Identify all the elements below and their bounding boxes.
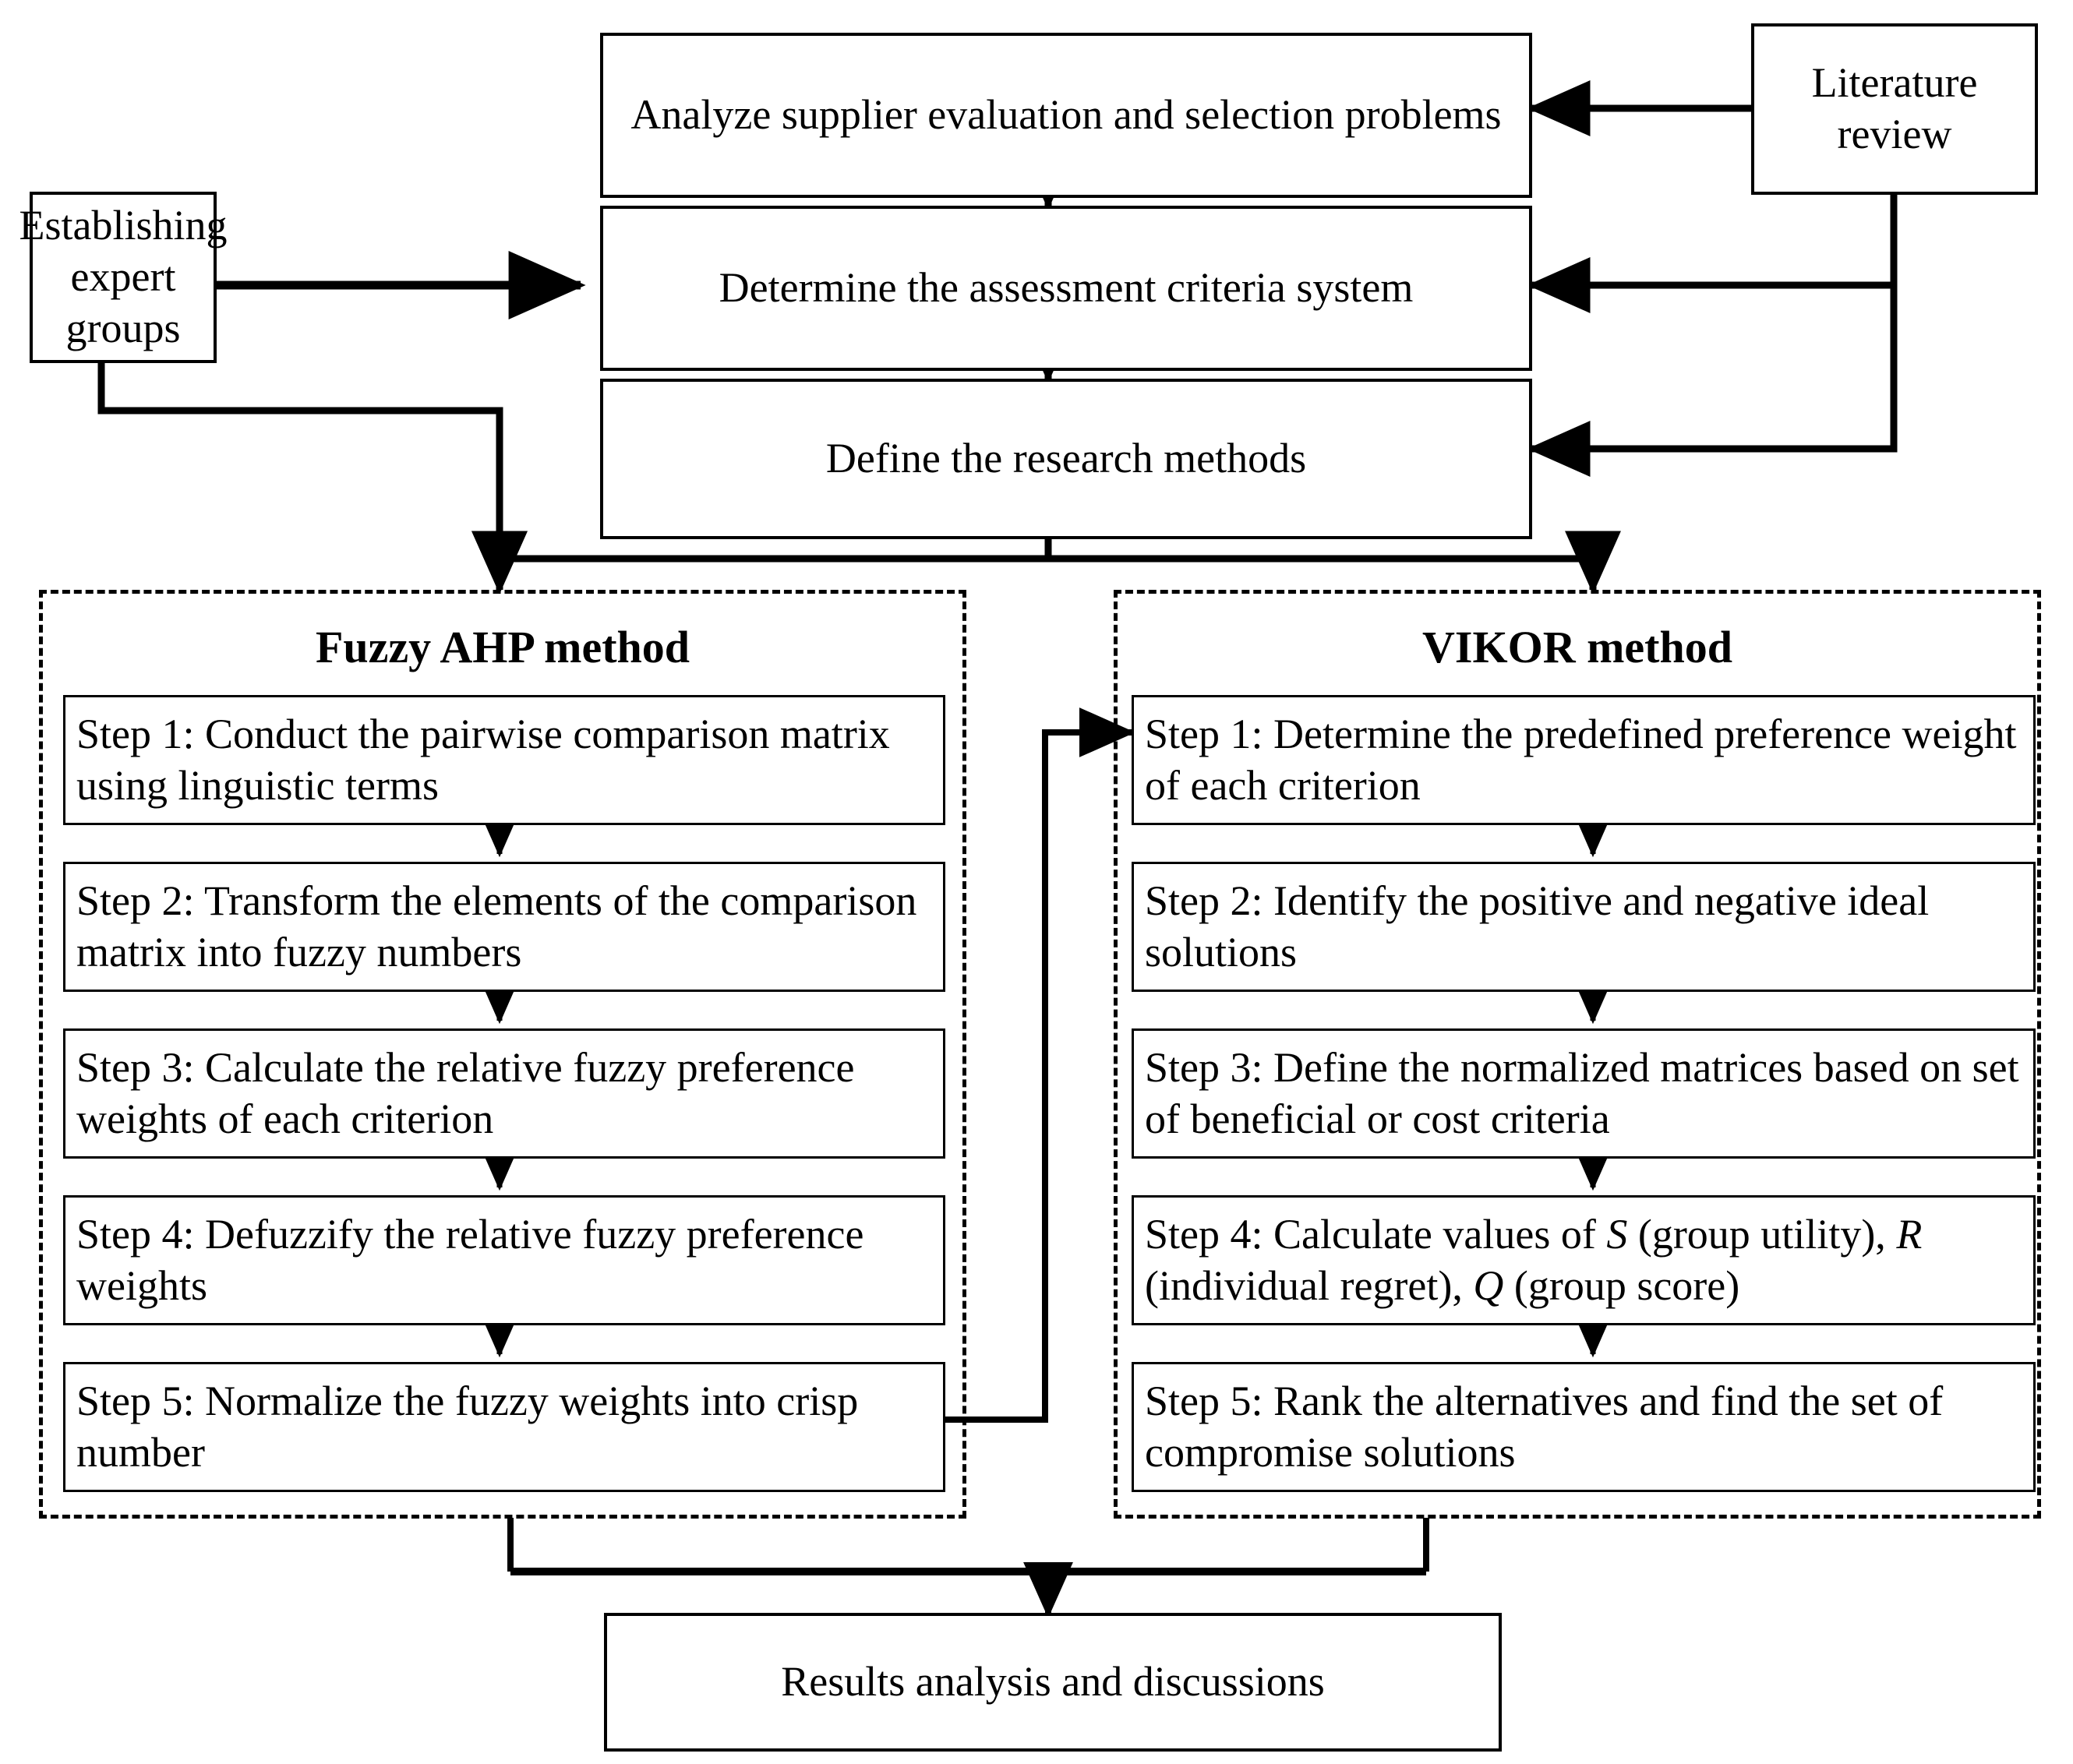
fuzzy-step-5[interactable]: Step 5: Normalize the fuzzy weights into… xyxy=(63,1362,945,1492)
vikor-step-4-label: Step 4: Calculate values of S (group uti… xyxy=(1145,1210,1923,1309)
fuzzy-step-4-label: Step 4: Defuzzify the relative fuzzy pre… xyxy=(76,1210,864,1309)
fuzzy-step-2-label: Step 2: Transform the elements of the co… xyxy=(76,877,917,975)
panel-vikor xyxy=(1114,590,2041,1519)
symbol-s: S xyxy=(1606,1210,1628,1258)
wire-panels-to-results xyxy=(507,1518,1429,1618)
node-expert-groups-label: Establishing expert groups xyxy=(19,202,228,351)
symbol-q: Q xyxy=(1473,1261,1504,1309)
panel-fuzzy-ahp xyxy=(39,590,966,1519)
symbol-r: R xyxy=(1896,1210,1923,1258)
fuzzy-step-3[interactable]: Step 3: Calculate the relative fuzzy pre… xyxy=(63,1028,945,1159)
vikor-step-1[interactable]: Step 1: Determine the predefined prefere… xyxy=(1132,695,2036,825)
wire-methods-to-panels xyxy=(471,531,1621,594)
node-define-methods[interactable]: Define the research methods xyxy=(600,379,1532,539)
vikor-step-3-label: Step 3: Define the normalized matrices b… xyxy=(1145,1043,2019,1142)
wire-literature-to-methods xyxy=(1527,285,1898,477)
fuzzy-step-1-label: Step 1: Conduct the pairwise comparison … xyxy=(76,710,890,809)
node-literature-review[interactable]: Literature review xyxy=(1751,23,2038,195)
vikor-step-5-label: Step 5: Rank the alternatives and find t… xyxy=(1145,1377,1944,1476)
fuzzy-step-1[interactable]: Step 1: Conduct the pairwise comparison … xyxy=(63,695,945,825)
panel-fuzzy-ahp-title: Fuzzy AHP method xyxy=(315,622,690,672)
vikor-step-2-label: Step 2: Identify the positive and negati… xyxy=(1145,877,1930,975)
node-determine-criteria-label: Determine the assessment criteria system xyxy=(719,264,1414,312)
node-analyze-problems-label: Analyze supplier evaluation and selectio… xyxy=(630,91,1502,139)
node-expert-groups[interactable]: Establishing expert groups xyxy=(19,192,228,363)
node-results[interactable]: Results analysis and discussions xyxy=(604,1613,1502,1752)
fuzzy-step-2[interactable]: Step 2: Transform the elements of the co… xyxy=(63,862,945,992)
node-results-label: Results analysis and discussions xyxy=(781,1658,1325,1706)
vikor-step-5[interactable]: Step 5: Rank the alternatives and find t… xyxy=(1132,1362,2036,1492)
node-define-methods-label: Define the research methods xyxy=(825,435,1307,482)
node-determine-criteria[interactable]: Determine the assessment criteria system xyxy=(600,206,1532,371)
vikor-step-1-label: Step 1: Determine the predefined prefere… xyxy=(1145,710,2017,809)
panel-vikor-title: VIKOR method xyxy=(1422,622,1732,672)
vikor-step-3[interactable]: Step 3: Define the normalized matrices b… xyxy=(1132,1028,2036,1159)
wire-literature-to-criteria xyxy=(1527,193,1898,313)
wire-experts-to-fuzzy-panel xyxy=(97,362,528,594)
vikor-step-2[interactable]: Step 2: Identify the positive and negati… xyxy=(1132,862,2036,992)
vikor-step-4[interactable]: Step 4: Calculate values of S (group uti… xyxy=(1132,1195,2036,1325)
fuzzy-step-4[interactable]: Step 4: Defuzzify the relative fuzzy pre… xyxy=(63,1195,945,1325)
fuzzy-step-5-label: Step 5: Normalize the fuzzy weights into… xyxy=(76,1377,859,1476)
wire-fuzzy-step5-to-vikor-step1 xyxy=(945,707,1135,1423)
node-literature-review-label: Literature review xyxy=(1811,59,1978,157)
fuzzy-step-3-label: Step 3: Calculate the relative fuzzy pre… xyxy=(76,1043,855,1142)
node-analyze-problems[interactable]: Analyze supplier evaluation and selectio… xyxy=(600,33,1532,198)
